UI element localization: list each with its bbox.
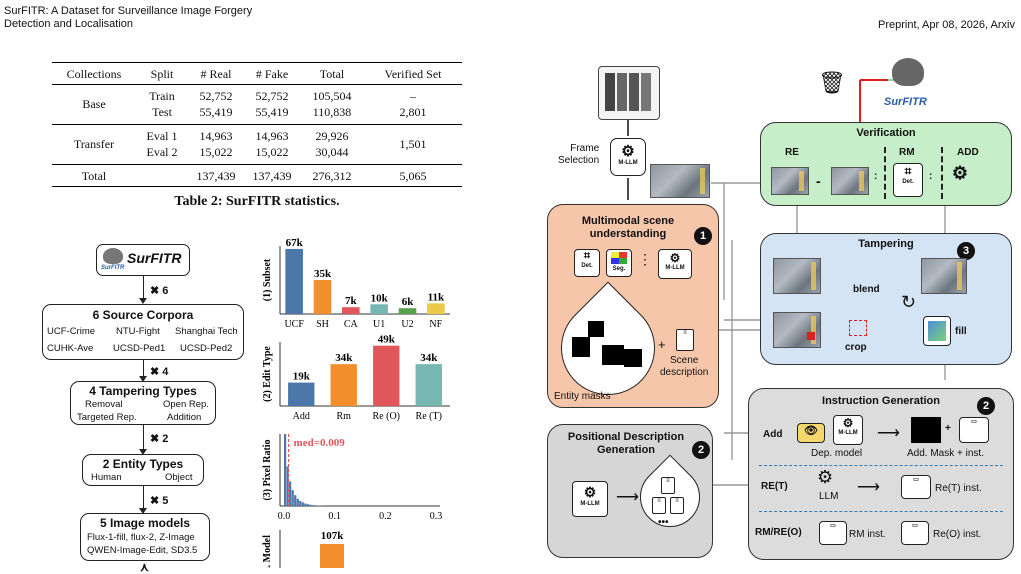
panel-title: Instruction Generation	[749, 395, 1013, 407]
blend-label: blend	[853, 284, 880, 295]
step-number: 1	[694, 227, 712, 245]
minus-sign: -	[816, 173, 821, 189]
scene-description-label: Scene description	[660, 355, 708, 379]
image-fill-icon	[923, 316, 951, 346]
ret-inst-label: Re(T) inst.	[935, 483, 982, 494]
colon-sep: :	[874, 171, 877, 182]
entity-masks-label: Entity masks	[554, 391, 611, 402]
ret-row-label: RE(T)	[761, 481, 788, 492]
mask-sample	[911, 417, 941, 443]
mask-sample	[602, 345, 624, 365]
verification-panel: Verification RE RM ADD - : ⌗Det. : ⚙	[760, 122, 1012, 206]
selected-frame-thumb	[650, 164, 710, 198]
chat-icon: ▭	[901, 475, 931, 499]
rmreo-row-label: RM/RE(O)	[755, 527, 802, 538]
plus-sign: +	[658, 337, 666, 352]
instruction-generation-panel: Instruction Generation 2 Add 👁 ⚙M-LLM De…	[748, 388, 1014, 560]
openai-icon: ⚙M-LLM	[572, 481, 608, 517]
mask-sample	[572, 337, 590, 357]
more-tools-dots: ⋮	[638, 251, 652, 268]
openai-icon: ⚙M-LLM	[610, 138, 646, 176]
panel-title: Verification	[761, 127, 1011, 139]
crop-region	[807, 332, 815, 340]
add-row-label: Add	[763, 429, 782, 440]
detection-icon: ⌗Det.	[893, 163, 923, 197]
rm-inst-label: RM inst.	[849, 529, 886, 540]
trash-icon: 🗑	[818, 70, 846, 96]
surfitr-logo: SurFITR	[884, 96, 927, 108]
fill-label: fill	[955, 326, 967, 337]
positional-description-panel: Positional Description Generation 2 ⚙M-L…	[547, 424, 713, 558]
llm-label: LLM	[819, 491, 838, 502]
detection-icon: ⌗Det.	[574, 249, 600, 277]
frame-thumb	[773, 258, 821, 294]
mllm-label: M-LLM	[611, 160, 645, 166]
frame-stack	[598, 66, 660, 120]
arrow-right-icon: ⟶	[857, 477, 880, 497]
arrow-right-icon: ⟶	[616, 487, 639, 507]
add-mask-label: Add. Mask + inst.	[907, 448, 984, 459]
frame-selection-label: Frame Selection	[558, 143, 599, 167]
mask-sample	[624, 349, 642, 367]
colon-sep: :	[929, 171, 932, 182]
chat-icon: ▭	[819, 521, 847, 545]
verif-re-label: RE	[785, 147, 799, 158]
frame-thumb	[771, 167, 809, 195]
openai-icon: ⚙M-LLM	[658, 249, 692, 279]
refresh-icon: ↻	[901, 292, 916, 313]
document-icon: ≡	[670, 497, 684, 514]
scene-understanding-panel: Multimodal scene understanding 1 ⌗Det. S…	[547, 204, 719, 408]
more-dots: •••	[658, 517, 669, 528]
mask-sample	[588, 321, 604, 337]
tampering-panel: Tampering 3 blend ↻ crop fill	[760, 233, 1012, 365]
document-icon: ≡	[652, 497, 666, 514]
openai-icon: ⚙	[947, 163, 973, 189]
panel-title: Positional Description Generation	[556, 431, 696, 457]
frame-thumb	[921, 258, 967, 294]
reo-inst-label: Re(O) inst.	[933, 529, 981, 540]
plus-sign: +	[945, 423, 951, 434]
verif-rm-label: RM	[899, 147, 915, 158]
step-number: 2	[977, 397, 995, 415]
panel-title: Multimodal scene understanding	[558, 215, 698, 241]
arrow-right-icon: ⟶	[877, 423, 900, 443]
frame-thumb	[831, 167, 869, 195]
document-icon: ≡	[676, 329, 694, 351]
frame-thumb	[773, 312, 821, 348]
crop-label: crop	[845, 342, 867, 353]
chat-icon: ▭	[901, 521, 929, 545]
crop-box	[849, 320, 867, 336]
step-number: 2	[692, 441, 710, 459]
chat-icon: ▭	[959, 417, 989, 443]
camera-icon	[892, 58, 924, 86]
openai-icon: ⚙	[817, 467, 833, 488]
verif-add-label: ADD	[957, 147, 979, 158]
dep-model-label: Dep. model	[811, 448, 862, 459]
document-icon: ≡	[661, 477, 675, 494]
openai-icon: ⚙M-LLM	[833, 415, 863, 445]
eye-icon: 👁	[797, 423, 825, 443]
segmentation-icon: Seg.	[606, 249, 632, 277]
